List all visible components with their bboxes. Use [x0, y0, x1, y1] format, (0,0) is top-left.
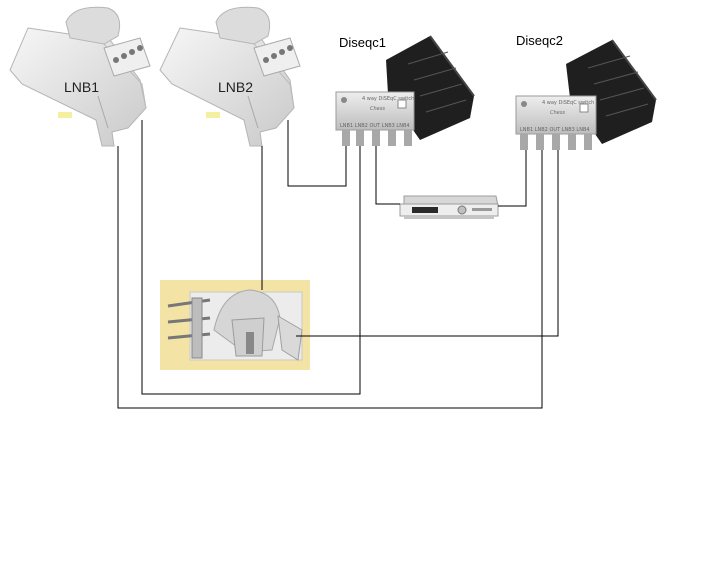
svg-text:Chess: Chess — [550, 110, 565, 116]
lnb2-label: LNB2 — [218, 79, 254, 95]
lnb1-icon — [9, 6, 151, 147]
lnb2-connector-plug-icon — [253, 37, 301, 77]
diseqc1-switch-icon: 4 way DiSEqC switch Chess LNB1 LNB2 OUT … — [335, 35, 475, 146]
lnb2-icon — [159, 6, 301, 147]
svg-text:LNB1 LNB2 OUT LNB3 LNB4: LNB1 LNB2 OUT LNB3 LNB4 — [340, 123, 410, 129]
diseqc2-switch-icon: 4 way DiSEqC switch Chess LNB1 LNB2 OUT … — [515, 39, 657, 150]
lnb1-label: LNB1 — [64, 79, 100, 95]
lnb1-connector-plug-icon — [103, 37, 151, 77]
wires — [117, 120, 559, 409]
svg-text:4 way DiSEqC switch: 4 way DiSEqC switch — [542, 100, 594, 106]
wire-lnb1-to-diseqc2 — [117, 146, 543, 409]
wire-motor-to-diseqc2 — [296, 150, 559, 337]
wire-lnb2-to-diseqc1 — [287, 120, 347, 187]
dish-motor-icon — [160, 280, 310, 370]
wire-lnb1-to-diseqc1 — [141, 120, 361, 395]
wire-receiver-to-diseqc2 — [498, 150, 527, 207]
satellite-receiver-icon — [399, 195, 499, 219]
svg-text:4 way DiSEqC switch: 4 way DiSEqC switch — [362, 96, 414, 102]
svg-text:LNB1 LNB2 OUT LNB3 LNB4: LNB1 LNB2 OUT LNB3 LNB4 — [520, 127, 590, 133]
diseqc1-label: Diseqc1 — [339, 35, 386, 50]
diseqc2-label: Diseqc2 — [516, 33, 563, 48]
svg-text:Chess: Chess — [370, 106, 385, 112]
wire-diseqc1-to-receiver — [375, 146, 400, 205]
